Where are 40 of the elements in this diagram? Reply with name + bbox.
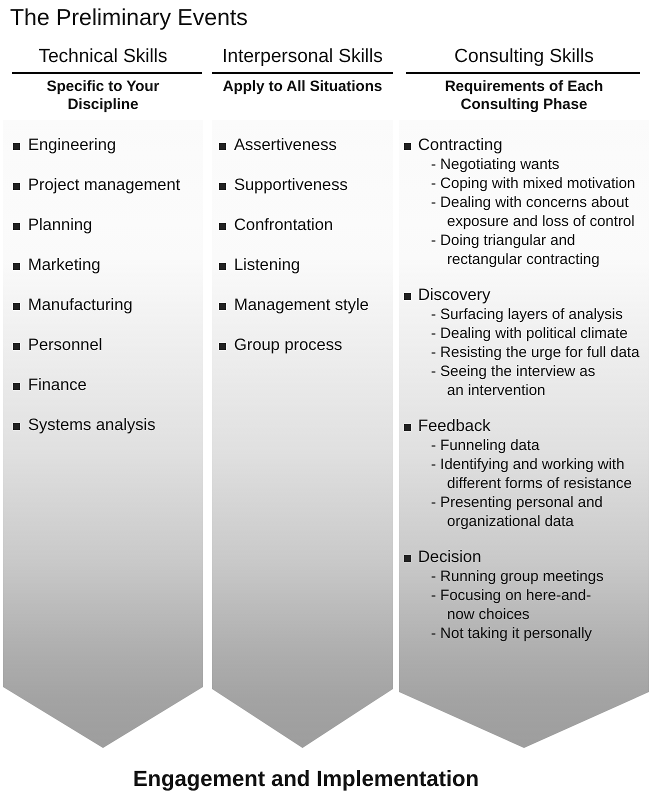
sub-item: - Focusing on here-and-now choices	[431, 586, 592, 624]
sub-item: - Doing triangular and rectangular contracting	[431, 230, 601, 268]
sub-item: - Presenting personal and organizational data	[431, 492, 604, 530]
list-item: Planning	[28, 216, 92, 234]
column-subtitle: Specific to Your Discipline	[46, 78, 160, 114]
column-subtitle: Requirements of Each Consulting Phase	[444, 78, 604, 114]
list-item: Systems analysis	[28, 416, 156, 434]
sub-item: - Resisting the urge for full data	[431, 342, 640, 362]
list-item: Manufacturing	[28, 296, 133, 314]
list-item: Supportiveness	[234, 176, 348, 194]
list-item: Project management	[28, 176, 180, 194]
list-item: Marketing	[28, 256, 100, 274]
diagram-title: The Preliminary Events	[10, 3, 248, 31]
sub-item: - Running group meetings	[431, 566, 605, 586]
list-item: Assertiveness	[234, 136, 337, 154]
column-heading: Interpersonal Skills	[222, 45, 383, 69]
list-item: Management style	[234, 296, 369, 314]
sub-item: - Dealing with political climate	[431, 324, 629, 342]
list-item: Personnel	[28, 336, 102, 354]
sub-item: - Seeing the interview as an intervention	[431, 362, 596, 400]
column-subtitle: Apply to All Situations	[222, 78, 382, 96]
sub-item: - Not taking it personally	[431, 624, 593, 642]
list-item: Listening	[234, 256, 300, 274]
sub-item: - Funneling data	[431, 436, 540, 454]
column-heading: Consulting Skills	[454, 45, 594, 69]
list-item: Finance	[28, 376, 87, 394]
sub-item: - Coping with mixed motivation	[431, 174, 636, 192]
sub-item: - Negotiating wants	[431, 154, 560, 174]
list-item: Contracting	[418, 136, 502, 154]
list-item: Discovery	[418, 286, 490, 304]
list-item: Decision	[418, 548, 482, 566]
sub-item: - Dealing with concerns about exposure and loss of control	[431, 192, 636, 230]
list-item: Confrontation	[234, 216, 334, 234]
list-item: Group process	[234, 336, 342, 354]
column-heading: Technical Skills	[38, 45, 168, 69]
diagram-caption: Engagement and Implementation	[133, 765, 479, 792]
sub-item: - Identifying and working with different forms of resistance	[431, 454, 633, 492]
sub-item: - Surfacing layers of analysis	[431, 304, 624, 324]
list-item: Feedback	[418, 416, 490, 436]
list-item: Engineering	[28, 136, 116, 154]
